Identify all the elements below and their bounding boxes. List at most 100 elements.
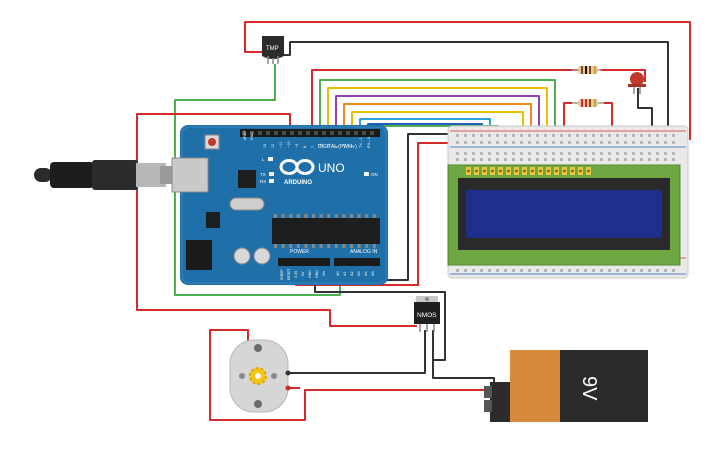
breadboard-hole xyxy=(672,158,675,161)
digital-pin-label: ~10 xyxy=(287,142,291,148)
power-header xyxy=(278,258,330,266)
tx-label: TX xyxy=(260,172,266,177)
header-pin xyxy=(370,131,374,135)
breadboard-hole xyxy=(648,141,651,144)
breadboard-hole xyxy=(576,269,579,272)
nmos-transistor: NMOS xyxy=(414,296,440,332)
digital-pin-label: ~5 xyxy=(327,144,331,148)
on-label: ON xyxy=(371,172,378,177)
header-pin xyxy=(258,131,262,135)
breadboard-hole xyxy=(624,158,627,161)
breadboard-hole xyxy=(488,158,491,161)
regulator xyxy=(206,212,220,228)
breadboard-hole xyxy=(552,134,555,137)
wire-green-tmp-a0 xyxy=(174,64,341,296)
analog-pin-label: A4 xyxy=(364,271,368,276)
breadboard-hole xyxy=(576,152,579,155)
breadboard-hole xyxy=(648,269,651,272)
battery-9v: 9V xyxy=(484,350,648,422)
breadboard-hole xyxy=(584,141,587,144)
digital-pins xyxy=(242,131,374,135)
header-pin xyxy=(306,131,310,135)
wire-red-gate xyxy=(136,113,417,327)
breadboard-hole xyxy=(528,141,531,144)
power-jack xyxy=(186,240,212,270)
lcd-pin-hole xyxy=(523,169,526,173)
breadboard-hole xyxy=(496,141,499,144)
wire-red-top-loop xyxy=(244,21,691,140)
digital-pin-label: ~11 xyxy=(279,142,283,148)
breadboard-hole xyxy=(632,141,635,144)
gnd-label: GND xyxy=(250,132,254,140)
breadboard-hole xyxy=(672,141,675,144)
breadboard-hole xyxy=(664,141,667,144)
breadboard-hole xyxy=(504,158,507,161)
chip-pin xyxy=(304,214,308,218)
chip-pin xyxy=(319,214,323,218)
reset-label: RESET xyxy=(287,267,291,280)
chip-pin xyxy=(357,244,361,248)
breadboard-hole xyxy=(488,141,491,144)
breadboard-hole xyxy=(616,152,619,155)
lcd-16x2 xyxy=(447,164,681,266)
breadboard-hole xyxy=(640,141,643,144)
breadboard-hole xyxy=(656,141,659,144)
breadboard-hole xyxy=(632,269,635,272)
chip-pin xyxy=(296,244,300,248)
digital-pin-label: 2 xyxy=(351,146,355,148)
breadboard-hole xyxy=(576,134,579,137)
chip-pin xyxy=(372,244,376,248)
breadboard-hole xyxy=(664,152,667,155)
breadboard-hole xyxy=(616,269,619,272)
header-pin xyxy=(242,131,246,135)
chip-pin xyxy=(350,214,353,218)
breadboard-hole xyxy=(608,141,611,144)
breadboard-hole xyxy=(584,158,587,161)
breadboard-hole xyxy=(568,141,571,144)
digital-pin-label: 13 xyxy=(263,144,267,148)
breadboard-hole xyxy=(592,141,595,144)
lcd-pin-hole xyxy=(467,169,470,173)
digital-label: DIGITAL (PWM~) xyxy=(318,144,357,150)
breadboard-hole xyxy=(640,134,643,137)
breadboard-hole xyxy=(504,269,507,272)
l-label: L xyxy=(262,157,265,162)
breadboard-hole xyxy=(600,141,603,144)
breadboard-hole xyxy=(648,152,651,155)
red-led xyxy=(628,72,646,94)
breadboard-hole xyxy=(648,134,651,137)
lcd-pin-hole xyxy=(499,169,502,173)
breadboard-hole xyxy=(632,134,635,137)
breadboard-hole xyxy=(544,152,547,155)
breadboard-hole xyxy=(584,134,587,137)
chip-pin xyxy=(296,214,300,218)
vin-label: Vin xyxy=(322,271,326,276)
lcd-pin-hole xyxy=(587,169,590,173)
wire-black-led xyxy=(637,88,653,140)
digital-pin-label: 12 xyxy=(271,144,275,148)
breadboard-hole xyxy=(536,269,539,272)
breadboard-hole xyxy=(496,134,499,137)
chip-pin xyxy=(334,244,338,248)
breadboard-hole xyxy=(544,141,547,144)
breadboard-hole xyxy=(464,134,467,137)
breadboard-hole xyxy=(520,152,523,155)
breadboard-hole xyxy=(464,158,467,161)
lcd-pin-hole xyxy=(491,169,494,173)
breadboard-hole xyxy=(624,141,627,144)
digital-pin-label: 7 xyxy=(311,146,315,148)
aref-label: AREF xyxy=(243,130,247,140)
breadboard-hole xyxy=(472,141,475,144)
breadboard-hole xyxy=(656,158,659,161)
breadboard-hole xyxy=(624,134,627,137)
breadboard-hole xyxy=(560,269,563,272)
digital-pin-label: TX→1 xyxy=(359,137,363,148)
crystal xyxy=(229,197,265,211)
breadboard-hole xyxy=(456,269,459,272)
breadboard-hole xyxy=(456,134,459,137)
breadboard-hole xyxy=(672,134,675,137)
breadboard-hole xyxy=(552,141,555,144)
breadboard-hole xyxy=(592,134,595,137)
digital-pin-label: 8 xyxy=(303,146,307,148)
